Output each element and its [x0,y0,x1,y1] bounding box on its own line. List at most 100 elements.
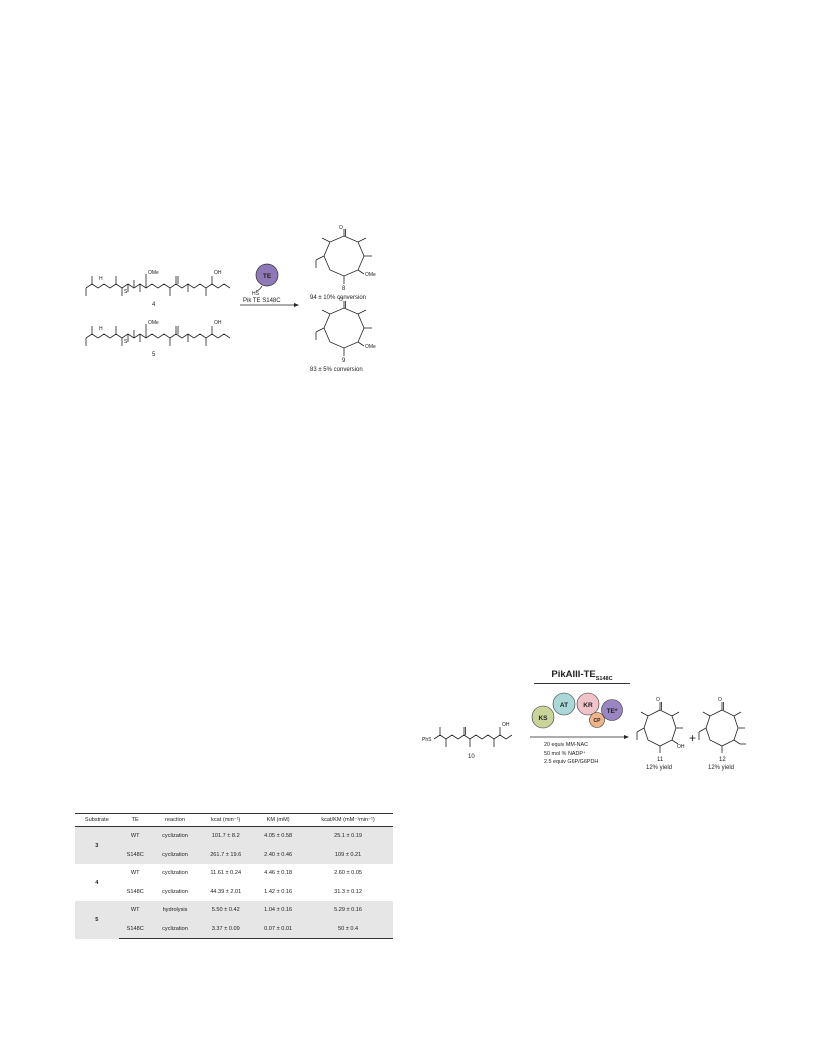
sulfur-label: S [124,289,128,295]
product-9-conversion: 83 ± 5% conversion [310,367,363,373]
header-substrate: Substrate [75,813,119,827]
compound-4-label: 4 [152,302,156,308]
te-star-label: TE* [607,708,618,715]
ome-label: OMe [148,270,159,276]
carbonyl-o: O [339,297,343,303]
ratio-cell: 50 ± 0.4 [303,919,393,939]
nh-label: H [99,326,103,332]
kr-label: KR [583,702,593,709]
at-domain [552,692,576,716]
reaction-cell: cyclization [151,845,199,864]
ks-label: KS [538,715,548,722]
substrate-4-structure: H S OMe OH 4 [85,270,231,308]
kcat-cell: 261.7 ± 19.6 [198,845,254,864]
compound-8-label: 8 [342,286,346,292]
title-main: PikAIII-TE [551,669,596,680]
condition-3: 2.5 equiv G6P/G6PDH [544,759,599,765]
te-cell: WT [118,826,152,846]
header-kcat-km: kcat/KM (mM⁻¹min⁻¹) [303,813,393,827]
reaction-cell: hydrolysis [151,901,199,920]
ome-label: OMe [148,320,159,326]
te-cell: S148C [118,845,152,864]
cp-domain [589,712,605,728]
product-11-oh: OH [677,744,685,750]
te-cell: S148C [126,888,144,895]
product-8-conversion: 94 ± 10% conversion [310,295,366,301]
carbonyl-o: O [339,225,343,231]
reaction-arrowhead [294,303,299,307]
sulfur-label: S [124,339,128,345]
ratio-cell: 25.1 ± 0.19 [303,826,393,846]
plus-sign: + [689,731,697,745]
compound-11-label: 11 [657,757,664,763]
te-enzyme-circle [255,263,279,287]
condition-1: 20 equiv MM-NAC [544,742,589,748]
substrate-cell: 5 [75,901,119,939]
pikaiii-title: PikAIII-TES148C [534,669,630,682]
ratio-cell: 109 ± 0.21 [303,845,393,864]
te-cell: S148C [118,919,152,939]
product-11-structure: O OH 11 12% yield [636,697,685,771]
header-kcat: kcat (min⁻¹) [198,813,254,827]
ratio-cell: 31.3 ± 0.12 [334,888,363,895]
header-reaction: reaction [151,813,199,827]
carbonyl-o: O [718,697,722,703]
kcat-cell: 5.50 ± 0.42 [198,901,254,920]
condition-2: 50 mol % NADP⁺ [544,750,586,757]
reaction-cell: cyclization [151,826,199,846]
kcat-cell: 44.39 ± 2.01 [210,888,242,895]
ratio-cell: 2.60 ± 0.05 [334,870,363,877]
kcat-cell: 11.61 ± 0.24 [210,870,242,877]
table-row: S148C cyclization 44.39 ± 2.01 1.42 ± 0.… [75,883,393,902]
reaction-cell: cyclization [162,888,188,895]
carbonyl-o: O [656,697,660,703]
substrate-5-structure: H S OMe OH 5 [85,320,231,358]
title-subscript: S148C [595,675,613,682]
reaction-cell: cyclization [151,919,199,939]
cp-label: CP [594,718,602,724]
product-12-structure: O 12 12% yield [698,697,746,771]
oh-label: OH [214,270,222,276]
km-cell: 4.46 ± 0.18 [264,870,293,877]
enzyme-label: Pik TE S148C [243,298,281,304]
kcat-cell: 3.37 ± 0.09 [198,919,254,939]
domain-bubbles: KS AT KR CP TE* [531,692,623,729]
phs-label: PhS [422,737,432,743]
reaction-cell: cyclization [162,870,188,877]
table-row: 4 WT cyclization 11.61 ± 0.24 4.46 ± 0.1… [75,864,393,885]
product-9-sub: OMe [365,344,376,350]
scheme-2-arrow [530,735,629,739]
ratio-cell: 5.29 ± 0.16 [303,901,393,920]
kr-domain [576,692,600,716]
header-te: TE [118,813,152,827]
te-reaction-arrow: TE HS Pik TE S148C [240,263,299,307]
kcat-cell: 101.7 ± 8.2 [198,826,254,846]
product-8-sub: OMe [365,272,376,278]
table-row: 3 WT cyclization 101.7 ± 8.2 4.05 ± 0.58… [75,826,393,864]
table-header-row: Substrate TE reaction kcat (min⁻¹) KM (m… [75,813,393,827]
header-km: KM (mM) [253,813,304,827]
product-12-yield: 12% yield [708,765,734,771]
km-cell: 0.07 ± 0.01 [253,919,304,939]
table-row: S148C cyclization 3.37 ± 0.09 0.07 ± 0.0… [75,919,393,939]
km-cell: 4.05 ± 0.58 [253,826,304,846]
km-cell: 1.42 ± 0.16 [264,888,293,895]
te-domain [601,699,623,721]
product-9-structure: O OMe 9 83 ± 5% conversion [310,297,376,373]
kinetics-table: Substrate TE reaction kcat (min⁻¹) KM (m… [75,813,393,939]
nh-label: H [99,276,103,282]
oh-label: OH [214,320,222,326]
table-row: S148C cyclization 261.7 ± 19.6 2.40 ± 0.… [75,845,393,864]
table-row: 5 WT hydrolysis 5.50 ± 0.42 1.04 ± 0.16 … [75,901,393,939]
substrate-cell: 4 [95,879,99,886]
compound-5-label: 5 [152,352,156,358]
reaction-conditions: 20 equiv MM-NAC 50 mol % NADP⁺ 2.5 equiv… [544,741,644,767]
km-cell: 1.04 ± 0.16 [253,901,304,920]
product-8-structure: O OMe 8 94 ± 10% conversion [310,225,376,301]
substrate-10-structure: PhS OH 10 [422,722,513,760]
title-underline [534,683,630,684]
product-11-yield: 12% yield [646,765,672,771]
te-cell: WT [118,901,152,920]
substrate-cell: 3 [75,826,119,864]
compound-9-label: 9 [342,358,346,364]
